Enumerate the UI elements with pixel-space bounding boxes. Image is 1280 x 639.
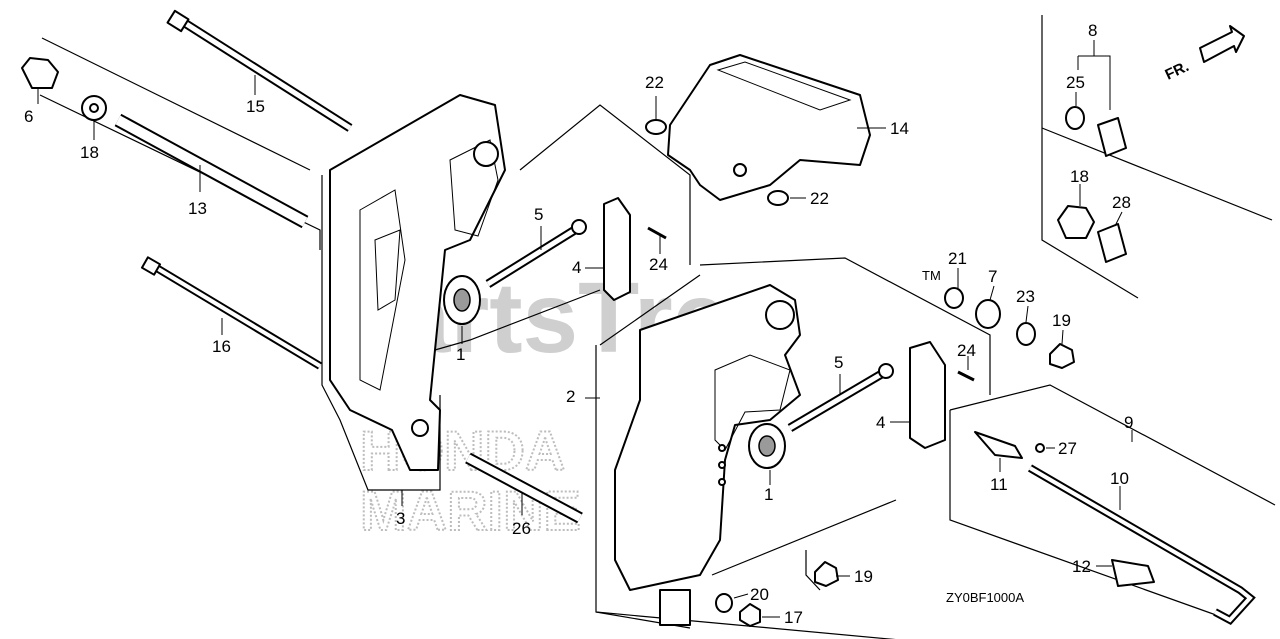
callout-1-right: 1 xyxy=(764,485,773,504)
front-indicator: FR. xyxy=(1163,25,1245,84)
part-13-stud xyxy=(114,113,309,229)
callout-19-bottom: 19 xyxy=(854,567,873,586)
callout-19-right: 19 xyxy=(1052,311,1071,330)
part-26-pin xyxy=(465,452,583,524)
callout-25: 25 xyxy=(1066,73,1085,92)
diagram-code: ZY0BF1000A xyxy=(946,590,1024,605)
part-3-bracket-left xyxy=(329,94,506,471)
callout-4-left: 4 xyxy=(572,258,581,277)
callout-13: 13 xyxy=(188,199,207,218)
callout-18-right: 18 xyxy=(1070,167,1089,186)
part-16-bolt xyxy=(140,256,323,370)
callout-6: 6 xyxy=(24,107,33,126)
callout-15: 15 xyxy=(246,97,265,116)
callout-21: 21 xyxy=(948,249,967,268)
callout-2: 2 xyxy=(566,387,575,406)
front-label: FR. xyxy=(1163,58,1192,84)
hardware xyxy=(21,57,1256,627)
callout-11: 11 xyxy=(990,475,1008,494)
callout-5-left: 5 xyxy=(534,205,543,224)
part-2-bracket-right xyxy=(614,284,801,626)
callout-26: 26 xyxy=(512,519,531,538)
callout-10: 10 xyxy=(1110,469,1129,488)
callout-12: 12 xyxy=(1072,557,1091,576)
part-14-upper-bracket xyxy=(667,54,871,201)
callout-22-mid: 22 xyxy=(810,189,829,208)
callout-24-right: 24 xyxy=(957,341,976,360)
callout-1-left: 1 xyxy=(456,345,465,364)
callout-24-left: 24 xyxy=(649,255,668,274)
callout-20: 20 xyxy=(750,585,769,604)
callout-27: 27 xyxy=(1058,439,1077,458)
watermark-trademark: TM xyxy=(922,268,941,283)
callout-17: 17 xyxy=(784,608,803,627)
callout-22-top: 22 xyxy=(645,73,664,92)
callout-labels: 6 18 15 13 16 3 1 26 5 4 24 22 14 22 2 1… xyxy=(24,21,1133,627)
callout-28: 28 xyxy=(1112,193,1131,212)
callout-3: 3 xyxy=(396,509,405,528)
part-5-screws xyxy=(485,219,894,432)
callout-5-right: 5 xyxy=(834,353,843,372)
callout-16: 16 xyxy=(212,337,231,356)
callout-23: 23 xyxy=(1016,287,1035,306)
part-4-links xyxy=(603,197,946,449)
callout-18-left: 18 xyxy=(80,143,99,162)
callout-9: 9 xyxy=(1124,413,1133,432)
callout-4-right: 4 xyxy=(876,413,885,432)
callout-8: 8 xyxy=(1088,21,1097,40)
callout-7: 7 xyxy=(988,267,997,286)
part-15-bolt xyxy=(166,9,353,132)
leaders xyxy=(37,40,1133,618)
watermark-overlay-line2: MARINE xyxy=(360,479,581,542)
callout-14: 14 xyxy=(890,119,909,138)
part-1-bushings xyxy=(443,275,786,469)
